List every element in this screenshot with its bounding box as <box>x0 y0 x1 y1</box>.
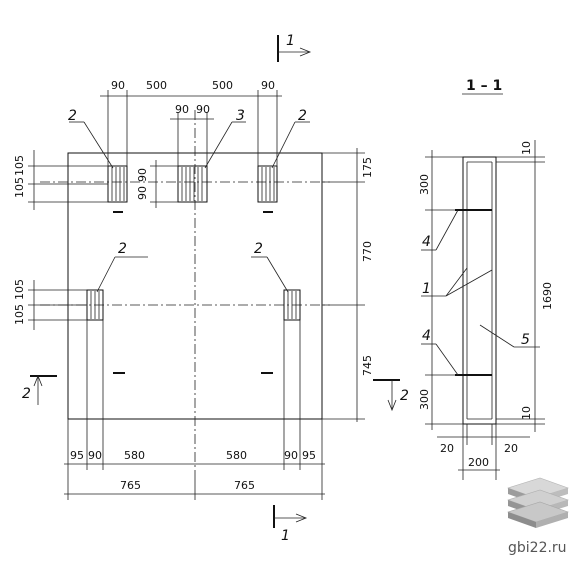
embedded-part-2-top-right <box>257 165 278 203</box>
watermark-text: gbi22.ru <box>508 540 567 556</box>
dim-90-right: 90 <box>261 79 275 92</box>
label-1: 1 <box>422 281 431 297</box>
dim-90-a: 90 <box>175 103 189 116</box>
label-3: 3 <box>236 108 245 124</box>
dim-770: 770 <box>361 241 374 262</box>
embedded-part-2-mid-right <box>283 289 301 321</box>
watermark-logo-icon <box>507 477 569 528</box>
dim-500-left: 500 <box>146 79 167 92</box>
cut-label-left: 2 <box>22 386 31 402</box>
label-2-mid-right: 2 <box>254 241 263 257</box>
dim-500-right: 500 <box>212 79 233 92</box>
label-2-top-right: 2 <box>298 108 307 124</box>
dim-765-right: 765 <box>234 479 255 492</box>
label-5: 5 <box>521 332 530 348</box>
dim-95-left: 95 <box>70 449 84 462</box>
dim-300-bottom: 300 <box>418 389 431 410</box>
dim-580-right: 580 <box>226 449 247 462</box>
dim-20-right: 20 <box>504 442 518 455</box>
dim-90-bottom-left: 90 <box>88 449 102 462</box>
dim-175: 175 <box>361 157 374 178</box>
cut-label-bottom: 1 <box>281 528 290 544</box>
label-4-top: 4 <box>422 234 431 250</box>
dim-745: 745 <box>361 355 374 376</box>
dim-105-b: 105 <box>13 177 26 198</box>
label-2-top-left: 2 <box>68 108 77 124</box>
dim-90-v: 90 <box>136 168 149 182</box>
dim-90-bottom-right: 90 <box>284 449 298 462</box>
dim-200: 200 <box>468 456 489 469</box>
dim-765-left: 765 <box>120 479 141 492</box>
dim-105-d: 105 <box>13 304 26 325</box>
label-4-bottom: 4 <box>422 328 431 344</box>
cut-label-right: 2 <box>400 388 409 404</box>
section-title: 1 – 1 <box>466 78 502 94</box>
dim-90-b: 90 <box>196 103 210 116</box>
embedded-part-2-top-left <box>107 165 128 203</box>
dim-580-left: 580 <box>124 449 145 462</box>
dim-90-v2: 90 <box>136 186 149 200</box>
dim-20-left: 20 <box>440 442 454 455</box>
dim-1690: 1690 <box>541 282 554 310</box>
dim-300-top: 300 <box>418 174 431 195</box>
dim-10-bottom: 10 <box>520 406 533 420</box>
section-outline <box>462 156 497 425</box>
dim-105-c: 105 <box>13 279 26 300</box>
label-2-mid-left: 2 <box>118 241 127 257</box>
embedded-part-3-center <box>177 165 208 203</box>
dim-10-top: 10 <box>520 141 533 155</box>
dim-105-a: 105 <box>13 155 26 176</box>
cut-label-top: 1 <box>286 33 295 49</box>
dim-90-left: 90 <box>111 79 125 92</box>
dim-95-right: 95 <box>302 449 316 462</box>
